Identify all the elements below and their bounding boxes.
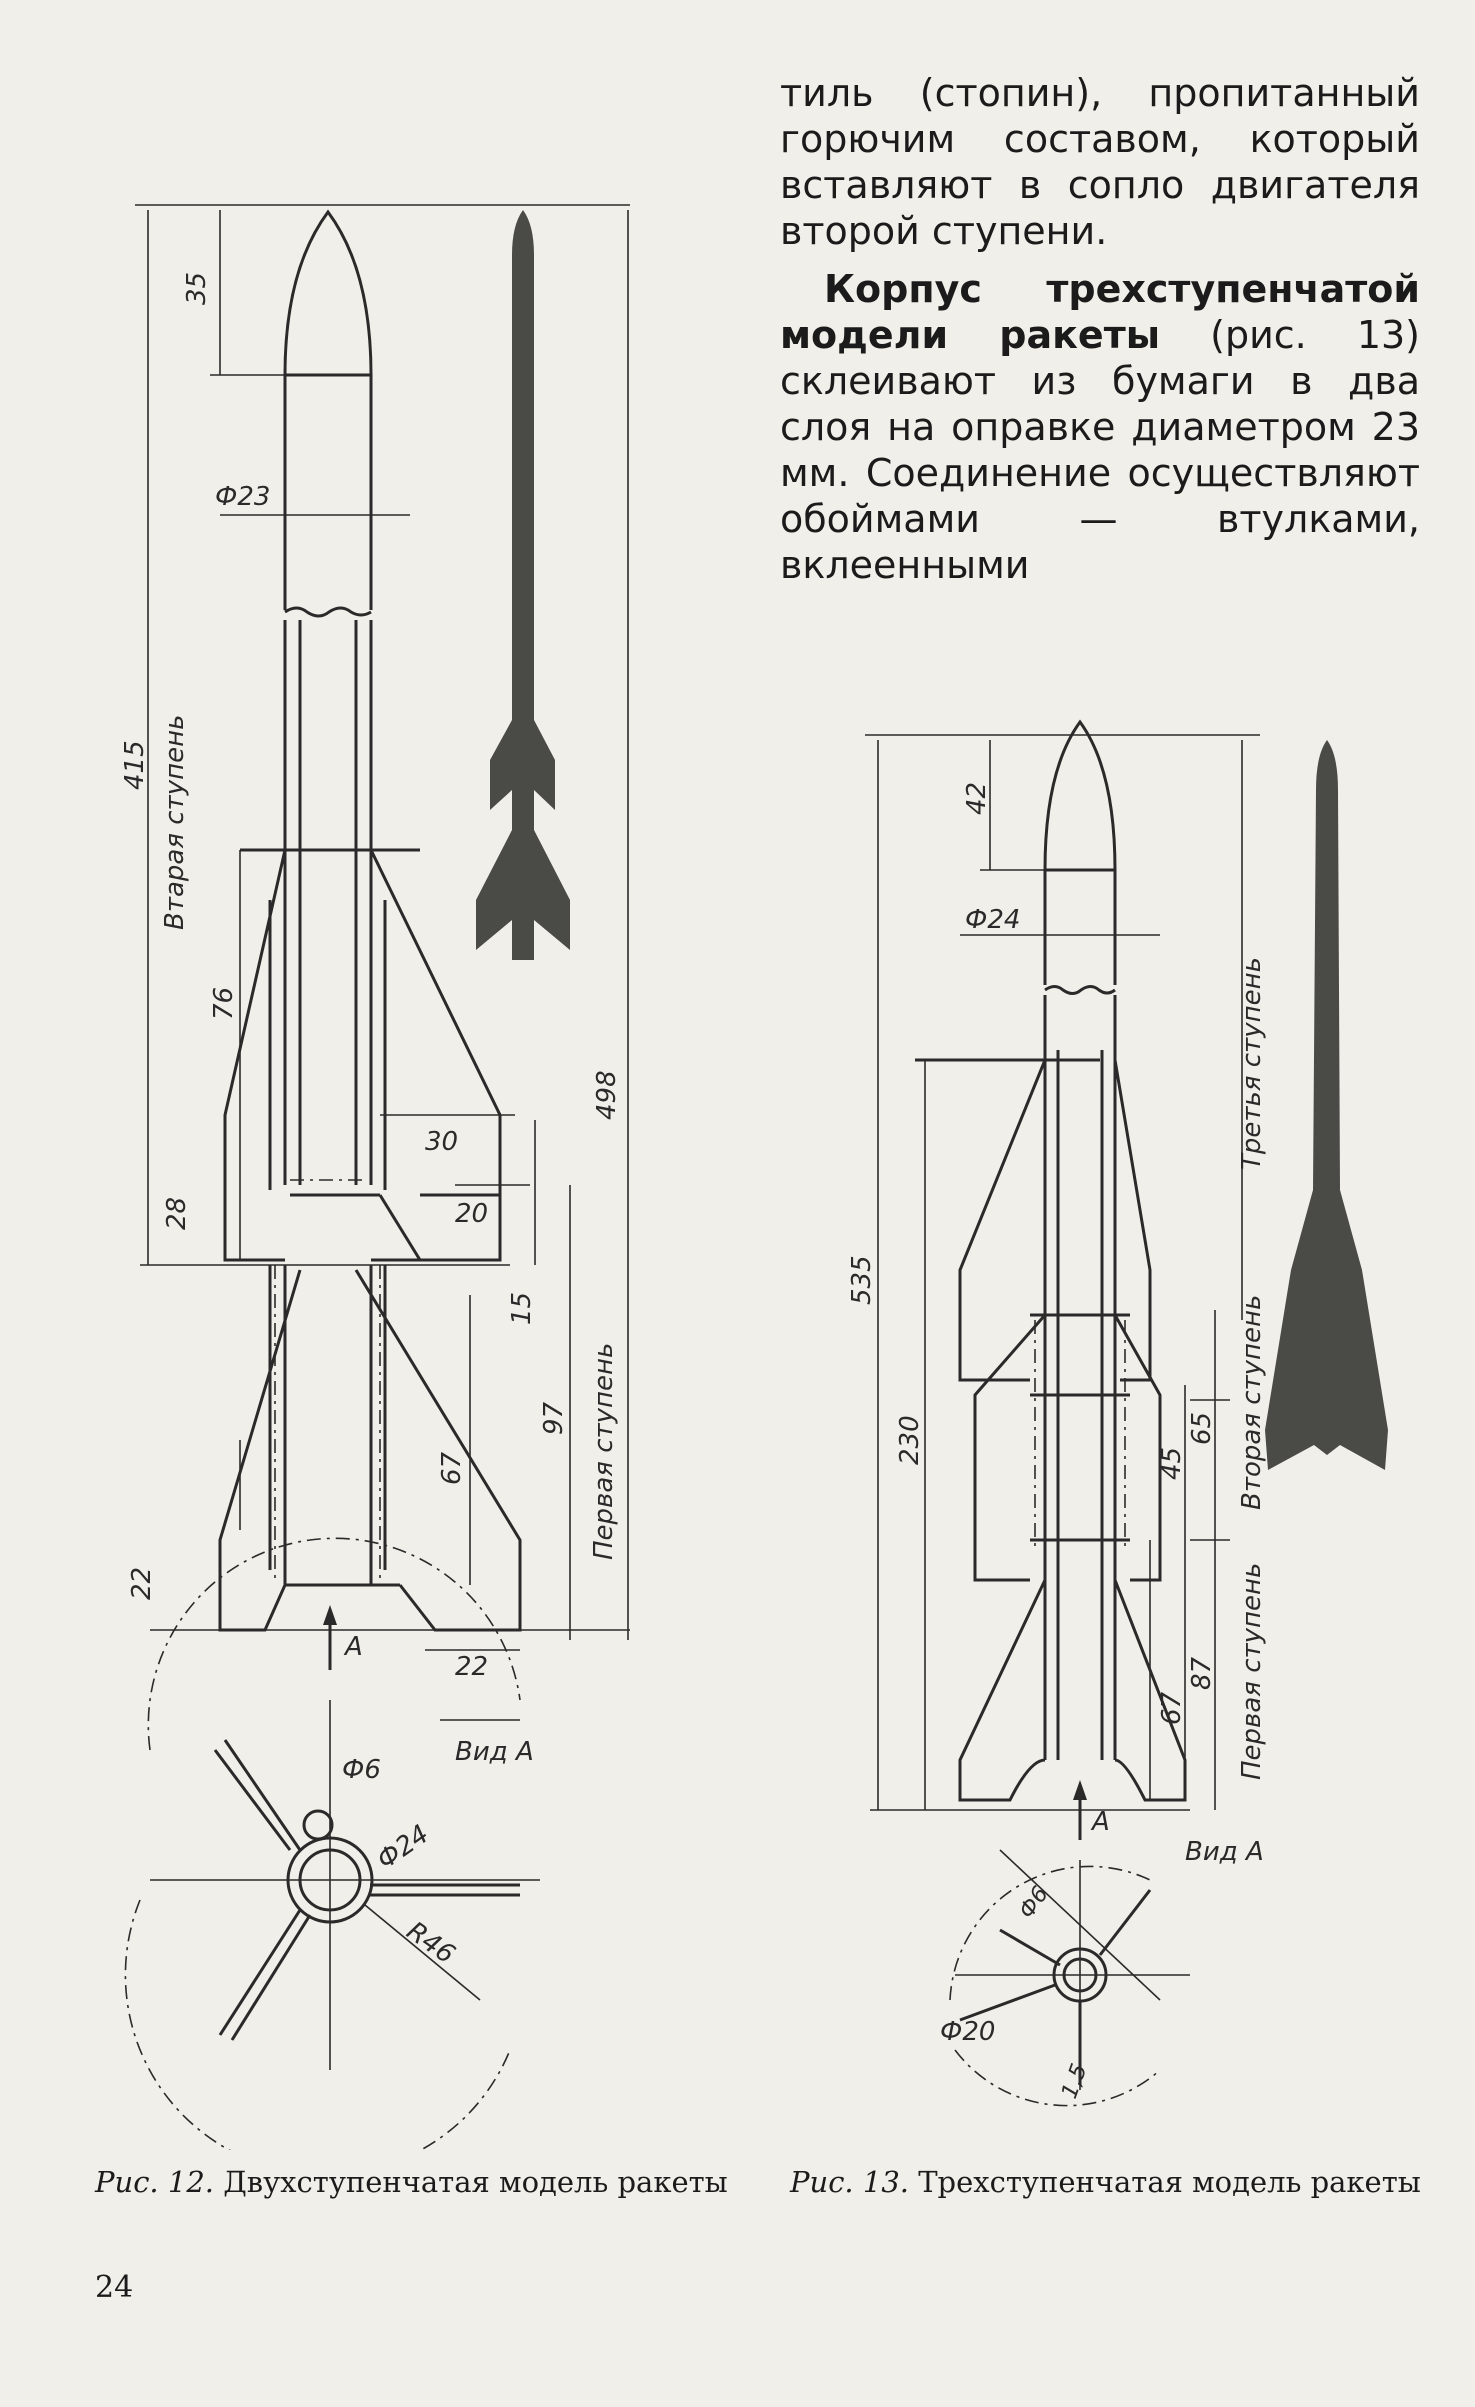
rocket-photo-13 — [1265, 740, 1388, 1470]
fig13-stage1-label: Первая ступень — [1237, 1563, 1267, 1780]
fig12-dim-30: 30 — [425, 1127, 458, 1157]
fig13-dim-d20: Ф20 — [940, 2017, 995, 2047]
fig13-dim-d24: Ф24 — [965, 905, 1020, 935]
paragraph-2-bold: Корпус трехступенчатой модели ракеты — [780, 267, 1420, 357]
fig13-dim-45: 45 — [1157, 1447, 1187, 1480]
fig12-caption: Рис. 12. Двухступенчатая модель ракеты — [95, 2165, 735, 2199]
fig12-view-a-label: Вид А — [455, 1737, 534, 1767]
fig12-dim-d6: Ф6 — [342, 1755, 381, 1785]
fig13-stage3-label: Третья ступень — [1237, 957, 1267, 1170]
fig12-dim-22-vertical: 22 — [127, 1567, 157, 1600]
body-text: тиль (стопин), пропитанный горючим соста… — [780, 70, 1420, 600]
fig12-dim-97: 97 — [539, 1401, 569, 1435]
fig13-dim-d6: Ф6 — [1014, 1882, 1053, 1923]
paragraph-2: Корпус трехступенчатой модели ракеты (ри… — [780, 266, 1420, 588]
fig12-dim-415: 415 — [120, 740, 150, 790]
fig12-dim-d23: Ф23 — [215, 482, 270, 512]
fig12-stage1-label: Первая ступень — [589, 1343, 619, 1560]
fig12-dim-20: 20 — [455, 1199, 488, 1229]
fig13-dim-230: 230 — [895, 1415, 925, 1465]
fig12-arrow-a-label: A — [343, 1632, 363, 1662]
fig13-dim-65: 65 — [1187, 1412, 1217, 1445]
figures-drawing: 35 Ф23 415 Втарая ступень 76 28 498 30 2… — [120, 204, 1388, 2150]
fig12-caption-label: Рис. 12. — [95, 2165, 214, 2199]
fig12-dim-28: 28 — [162, 1197, 192, 1230]
rocket-photo-12 — [476, 210, 570, 960]
fig13-caption-label: Рис. 13. — [790, 2165, 909, 2199]
fig13-dim-67: 67 — [1157, 1691, 1187, 1725]
fig12-dim-35: 35 — [182, 272, 212, 305]
fig12-dim-r46: R46 — [401, 1916, 460, 1970]
fig12-dim-15: 15 — [507, 1292, 537, 1325]
fig13-drawing: 42 Ф24 Третья ступень 535 230 Вторая сту… — [847, 719, 1388, 2107]
fig12-dim-22-horizontal: 22 — [455, 1652, 488, 1682]
page-number: 24 — [95, 2270, 134, 2305]
fig13-dim-87: 87 — [1187, 1656, 1217, 1690]
fig12-dim-67: 67 — [437, 1451, 467, 1485]
fig12-caption-text: Двухступенчатая модель ракеты — [214, 2165, 728, 2199]
fig12-drawing: 35 Ф23 415 Втарая ступень 76 28 498 30 2… — [120, 204, 630, 2150]
fig13-dim-535: 535 — [847, 1255, 877, 1305]
fig13-caption-text: Трехступенчатая модель ракеты — [909, 2165, 1421, 2199]
fig13-dim-1-5: 1,5 — [1057, 2061, 1092, 2102]
fig13-arrow-a-label: A — [1090, 1807, 1110, 1837]
paragraph-2-rest: (рис. 13) склеивают из бумаги в два слоя… — [780, 313, 1420, 587]
fig13-dim-42: 42 — [962, 782, 992, 815]
fig12-dim-d24: Ф24 — [372, 1819, 435, 1875]
paragraph-1: тиль (стопин), пропитанный горючим соста… — [780, 71, 1420, 253]
fig13-caption: Рис. 13. Трехступенчатая модель ракеты — [790, 2165, 1430, 2199]
fig13-view-a-label: Вид А — [1185, 1837, 1264, 1867]
fig12-dim-498: 498 — [592, 1070, 622, 1120]
fig13-stage2-label: Вторая ступень — [1237, 1295, 1267, 1510]
fig12-stage2-label: Втарая ступень — [160, 715, 190, 930]
fig12-dim-76: 76 — [209, 987, 239, 1020]
